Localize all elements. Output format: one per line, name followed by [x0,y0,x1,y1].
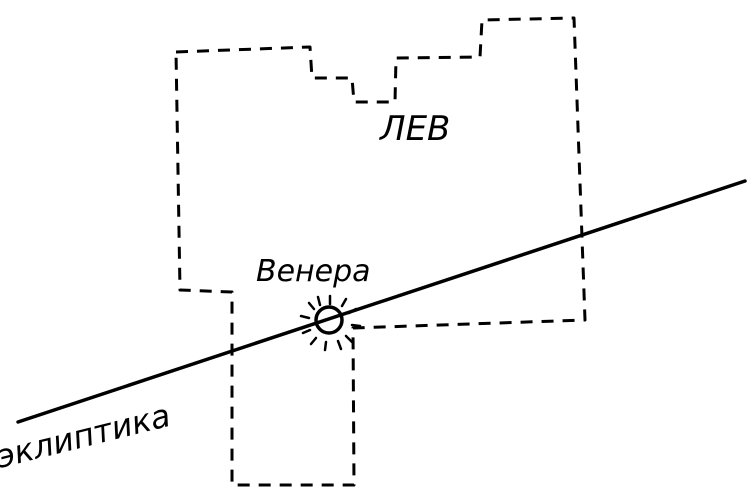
venus-circle [314,305,344,335]
leo-boundary [174,16,587,487]
ecliptic-line [16,179,747,424]
constellation-label: ЛЕВ [378,109,450,149]
venus-rays [299,294,362,352]
ecliptic-label: эклиптика [0,396,174,476]
planet-label: Венера [256,254,371,289]
